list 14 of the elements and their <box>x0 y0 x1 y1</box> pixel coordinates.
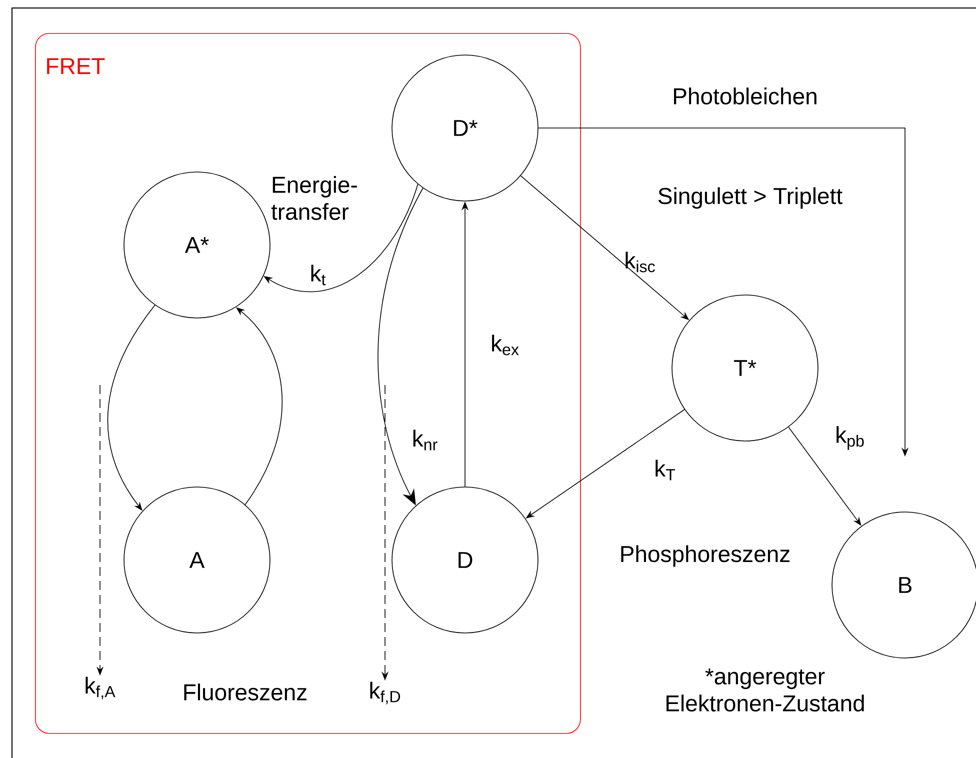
rate-label: k$_{f,A}$ <box>86 676 116 700</box>
edge-label: k$_{t}$ <box>311 264 326 286</box>
annotation-text: Singulett > Triplett <box>658 187 842 209</box>
edge-label: k$_{nr}$ <box>413 430 438 450</box>
annotation-text: *angeregter Elektronen-Zustand <box>666 668 864 712</box>
edge-label: Photobleichen <box>674 88 816 104</box>
edge-label: k$_{pb}$ <box>836 426 864 450</box>
edge-label: k$_{ex}$ <box>492 334 519 356</box>
annotation-text: Energie- transfer <box>271 176 357 220</box>
edge-label: k$_{T}$ <box>656 460 676 480</box>
annotation-text: Phosphoreszenz <box>621 545 790 567</box>
edge-label: k$_{isc}$ <box>626 252 655 272</box>
annotation-text: Fluoreszenz <box>184 684 306 700</box>
rate-label: k$_{f,D}$ <box>370 682 400 704</box>
